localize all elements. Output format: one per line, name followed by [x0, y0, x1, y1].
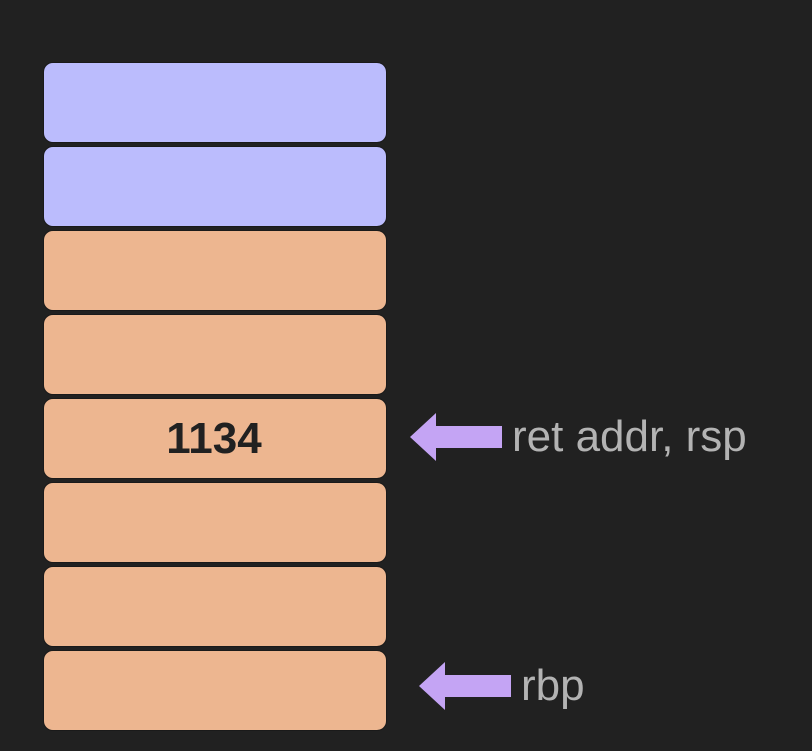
rsp-pointer: ret addr, rsp [410, 411, 747, 463]
rbp-label: rbp [521, 661, 585, 710]
stack-slot: 1134 [43, 398, 387, 479]
stack-slot [43, 566, 387, 647]
stack-slot [43, 650, 387, 731]
left-arrow-icon [410, 413, 502, 461]
left-arrow-icon [419, 662, 511, 710]
stack-slot [43, 62, 387, 143]
stack-slot [43, 482, 387, 563]
stack-slot [43, 314, 387, 395]
rsp-label: ret addr, rsp [512, 412, 747, 461]
stack-slot [43, 146, 387, 227]
rbp-pointer: rbp [419, 660, 585, 712]
stack-diagram: 1134 [43, 62, 387, 734]
slot-value: 1134 [166, 413, 262, 463]
stack-slot [43, 230, 387, 311]
